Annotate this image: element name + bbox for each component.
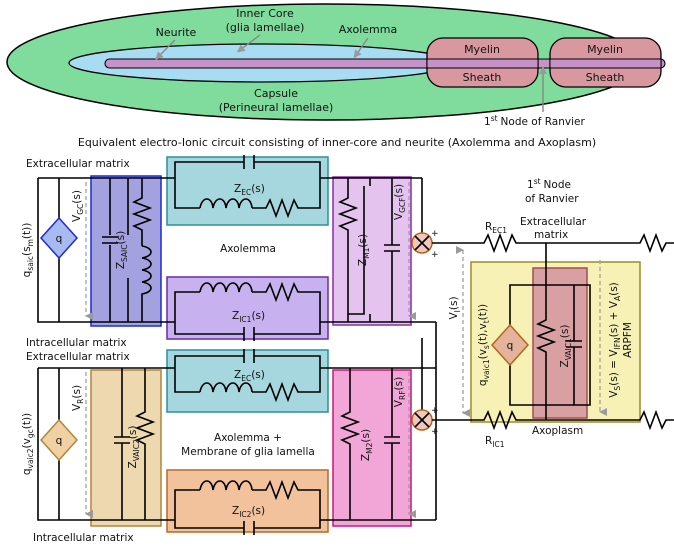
svg-text:+: + (431, 427, 439, 437)
v-r-label: VR(s) (71, 385, 85, 411)
z-ic2-label: ZIC2(s) (232, 505, 265, 519)
saic-box (90, 175, 162, 327)
arpfm-label: ARPFM (622, 322, 634, 358)
current-source-vaic1 (490, 323, 530, 367)
r-ic1-label: RIC1 (485, 435, 505, 449)
z-ec-top-label: ZEC(s) (234, 183, 265, 197)
extracellular-matrix-top: Extracellular matrix (26, 158, 130, 170)
q-vaic2-label: qvaic2(vgc(t)) (21, 413, 35, 475)
node-label-line2: of Ranvier (525, 193, 579, 205)
current-source-saic (39, 216, 79, 260)
q-saic-label: qsaic(sm(t)) (21, 223, 35, 278)
v-s-label: VS(s) = VIFN(s) + VA(s) (608, 282, 622, 398)
summing-junction-top: + + (411, 229, 439, 260)
axolemma-plus-label: Axolemma + (214, 432, 282, 444)
ec-bottom-box (166, 349, 329, 413)
ic2-box (166, 469, 329, 533)
svg-text:+: + (431, 406, 439, 416)
v-gc-label: VGC(s) (71, 190, 85, 222)
svg-text:+: + (431, 229, 439, 239)
capsule-subtitle: (Perineural lamellae) (219, 101, 334, 114)
q-vaic1-symbol: q (507, 340, 514, 352)
myelin-1-label: Myelin (464, 43, 500, 56)
axolemma-circuit-label: Axolemma (220, 243, 276, 255)
glia-membrane-label: Membrane of glia lamella (181, 446, 315, 458)
intracellular-matrix-mid: Intracellular matrix (26, 337, 127, 349)
ic1-box (166, 276, 329, 340)
q-vaic2-symbol: q (56, 435, 63, 447)
summing-junction-bottom: + + (411, 406, 439, 437)
v-gcf-label: VGCF(s) (393, 184, 407, 220)
v-rf-label: VRF(s) (393, 377, 407, 407)
extracellular-right-1: Extracellular (520, 216, 587, 228)
svg-text:+: + (431, 250, 439, 260)
v-i-label: VI(s) (448, 296, 462, 319)
axoplasm-label: Axoplasm (532, 425, 583, 437)
q-saic-symbol: q (56, 233, 63, 245)
r-ec1-label: REC1 (485, 221, 507, 235)
intracellular-matrix-bottom: Intracellular matrix (33, 532, 134, 544)
inner-core-title: Inner Core (236, 7, 294, 20)
z-vaic2-label: ZVAIC2(s) (127, 426, 141, 469)
axolemma-anatomy-label: Axolemma (339, 23, 397, 36)
myelin-2-label: Myelin (587, 43, 623, 56)
capsule-title: Capsule (254, 87, 298, 100)
extracellular-right-2: matrix (534, 229, 568, 241)
inner-core-subtitle: (glia lamellae) (226, 21, 305, 34)
diagram-title: Equivalent electro-Ionic circuit consist… (78, 136, 596, 149)
equivalent-circuit: q q (37, 155, 674, 535)
z-m1-label: ZM1(s) (357, 234, 371, 266)
vaic1-box (532, 267, 588, 419)
z-m2-label: ZM2(s) (360, 429, 374, 461)
z-ic1-label: ZIC1(s) (232, 310, 265, 324)
z-saic-label: ZSAIC(s) (115, 231, 129, 269)
extracellular-matrix-mid: Extracellular matrix (26, 351, 130, 363)
m2-box (332, 369, 412, 527)
z-ec-bottom-label: ZEC(s) (234, 369, 265, 383)
nerve-anatomy: Neurite Inner Core (glia lamellae) Axole… (6, 3, 666, 128)
neurite-label: Neurite (156, 26, 197, 39)
vaic2-box (90, 369, 162, 527)
q-vaic1-label: qvaic1(vs(t),vt(t)) (477, 304, 491, 386)
sheath-2-label: Sheath (586, 71, 625, 84)
ec-top-box (166, 156, 329, 226)
z-vaic1-label: ZVAIC1(s) (559, 325, 573, 368)
sheath-1-label: Sheath (463, 71, 502, 84)
current-source-vaic2 (39, 418, 79, 462)
